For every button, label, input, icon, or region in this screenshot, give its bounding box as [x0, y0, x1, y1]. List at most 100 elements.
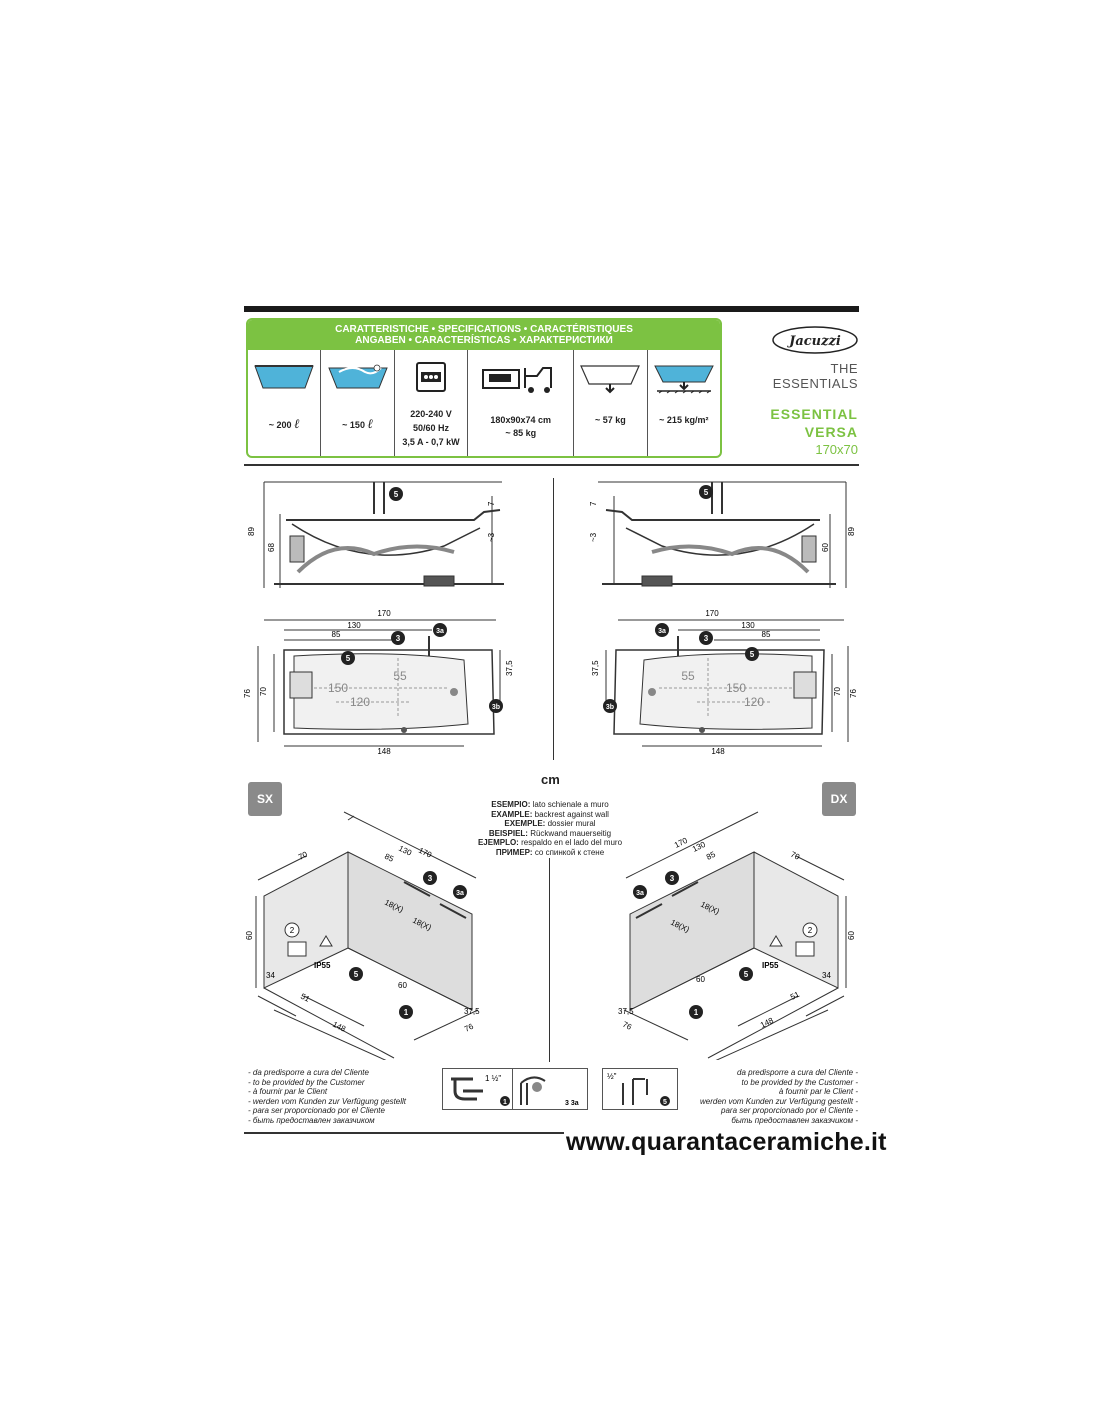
svg-text:3a: 3a — [436, 628, 444, 635]
packaging-forklift-icon — [481, 367, 552, 393]
svg-text:5: 5 — [744, 970, 749, 979]
tub-capacity-icon — [254, 365, 314, 389]
note-line: à fournir par le Client - — [778, 1087, 858, 1096]
svg-text:3a: 3a — [456, 890, 464, 897]
faucet-icon: 3 3a — [520, 1076, 579, 1107]
example-line: EXAMPLE: backrest against wall — [491, 809, 609, 819]
spec-voltage: 220-240 V — [410, 409, 452, 419]
svg-text:5: 5 — [750, 650, 755, 659]
hose-icon: ½" 5 — [607, 1072, 670, 1106]
svg-text:37,5: 37,5 — [464, 1007, 480, 1016]
svg-text:85: 85 — [705, 850, 717, 862]
svg-text:34: 34 — [822, 971, 831, 980]
product-line-name: ESSENTIAL — [770, 406, 858, 422]
spec-power: 3,5 A - 0,7 kW — [402, 437, 460, 447]
note-line: - para ser proporcionado por el Cliente — [248, 1106, 385, 1115]
svg-text:3b: 3b — [606, 704, 614, 711]
left-side-badge: SX — [248, 782, 282, 816]
svg-text:IP55: IP55 — [314, 961, 331, 970]
svg-text:68: 68 — [267, 543, 276, 552]
example-line: EXEMPLE: dossier mural — [504, 819, 596, 828]
svg-text:55: 55 — [393, 669, 407, 683]
plan-view-right: 170 130 85 148 76 70 37,5 150 120 55 3 3… — [591, 609, 858, 756]
svg-text:70: 70 — [297, 850, 309, 862]
spec-capacity: ~ 200 ℓ — [248, 350, 322, 456]
hose-connection-box: ½" 5 — [602, 1068, 678, 1110]
svg-text:76: 76 — [463, 1022, 475, 1034]
svg-text:89: 89 — [247, 527, 256, 536]
svg-text:~3: ~3 — [589, 532, 598, 542]
svg-text:76: 76 — [849, 689, 858, 698]
svg-text:3a: 3a — [636, 890, 644, 897]
product-size: 170x70 — [815, 442, 858, 457]
spec-floor-load-value: ~ 215 kg/m² — [659, 415, 709, 425]
svg-text:130: 130 — [741, 621, 755, 630]
side-elevation-left: 5 89 68 7 ~3 — [247, 481, 504, 588]
svg-text:1: 1 — [694, 1008, 699, 1017]
example-line: BEISPIEL: Rückwand mauerseitig — [488, 828, 612, 838]
svg-text:~3: ~3 — [487, 532, 496, 542]
svg-text:148: 148 — [711, 747, 725, 756]
note-line: - werden vom Kunden zur Verfügung gestel… — [248, 1096, 407, 1106]
svg-text:5: 5 — [704, 488, 709, 497]
jacuzzi-logo: Jacuzzi — [772, 326, 858, 354]
svg-text:76: 76 — [621, 1020, 633, 1032]
spec-bather-volume-value: ~ 150 — [342, 420, 365, 430]
spec-empty-weight: ~ 57 kg — [574, 350, 648, 456]
isometric-right: 3 3a 2 5 1 170 130 85 70 60 60 34 51 148… — [618, 811, 856, 1060]
svg-text:170: 170 — [417, 846, 433, 860]
bather-volume-icon — [327, 364, 388, 389]
side-elevation-right: 5 89 60 7 ~3 — [589, 481, 856, 588]
empty-weight-icon — [580, 365, 641, 394]
svg-text:3: 3 — [670, 874, 675, 883]
floor-load-icon — [654, 365, 714, 394]
svg-text:37,5: 37,5 — [505, 660, 514, 676]
svg-text:1: 1 — [503, 1099, 507, 1106]
note-line: быть предоставлен заказчиком - — [731, 1115, 858, 1125]
svg-text:1: 1 — [404, 1008, 409, 1017]
svg-text:70: 70 — [833, 687, 842, 696]
separator-middle — [553, 478, 554, 760]
svg-text:Jacuzzi: Jacuzzi — [786, 334, 841, 349]
svg-text:3a: 3a — [658, 628, 666, 635]
svg-text:170: 170 — [705, 609, 719, 618]
svg-text:2: 2 — [290, 926, 295, 935]
customer-notes-left: - da predisporre a cura del Cliente - to… — [248, 1068, 428, 1125]
svg-text:7: 7 — [487, 501, 496, 506]
faucet-connection-box: 3 3a — [512, 1068, 588, 1110]
top-rule — [244, 306, 859, 312]
example-legend: ESEMPIO: lato schienale a muro EXAMPLE: … — [460, 800, 640, 857]
svg-text:130: 130 — [347, 621, 361, 630]
note-line: - à fournir par le Client — [248, 1087, 328, 1096]
note-line: da predisporre a cura del Cliente - — [737, 1068, 858, 1077]
svg-text:60: 60 — [245, 931, 254, 940]
isometric-left: 3 3a 2 5 1 170 130 85 70 60 60 34 51 148… — [245, 811, 480, 1060]
svg-text:150: 150 — [726, 681, 746, 695]
plan-view-left: 170 130 85 148 76 70 37,5 150 120 55 3 3… — [244, 609, 514, 756]
separator-iso — [549, 858, 550, 1062]
svg-text:55: 55 — [681, 669, 695, 683]
svg-text:60: 60 — [847, 931, 856, 940]
svg-text:3 3a: 3 3a — [565, 1100, 579, 1107]
electrical-icon — [416, 362, 447, 392]
svg-text:70: 70 — [789, 850, 801, 862]
spec-floor-load: ~ 215 kg/m² — [648, 350, 720, 456]
specifications-panel: CARATTERISTICHE • SPECIFICATIONS • CARAC… — [246, 318, 722, 458]
svg-text:85: 85 — [332, 630, 341, 639]
svg-text:37,5: 37,5 — [591, 660, 600, 676]
spec-package-size: 180x90x74 cm — [490, 415, 551, 425]
example-line: EJEMPLO: respaldo en el lado del muro — [477, 838, 623, 847]
svg-text:5: 5 — [354, 970, 359, 979]
note-line: to be provided by the Customer - — [741, 1077, 858, 1087]
svg-text:37,5: 37,5 — [618, 1007, 634, 1016]
example-line: ESEMPIO: lato schienale a muro — [491, 800, 609, 809]
svg-text:148: 148 — [377, 747, 391, 756]
svg-text:150: 150 — [328, 681, 348, 695]
svg-text:3: 3 — [396, 634, 401, 643]
spec-title-line2: ANGABEN • CARACTERÍSTICAS • ХАРАКТЕРИСТИ… — [355, 335, 613, 346]
note-line: - da predisporre a cura del Cliente — [248, 1068, 369, 1077]
liter-unit: ℓ — [294, 416, 300, 431]
svg-text:60: 60 — [398, 981, 407, 990]
spec-cells: ~ 200 ℓ ~ 150 ℓ 220-240 V 50/60 Hz 3,5 A… — [248, 350, 720, 456]
svg-text:½": ½" — [607, 1072, 617, 1081]
